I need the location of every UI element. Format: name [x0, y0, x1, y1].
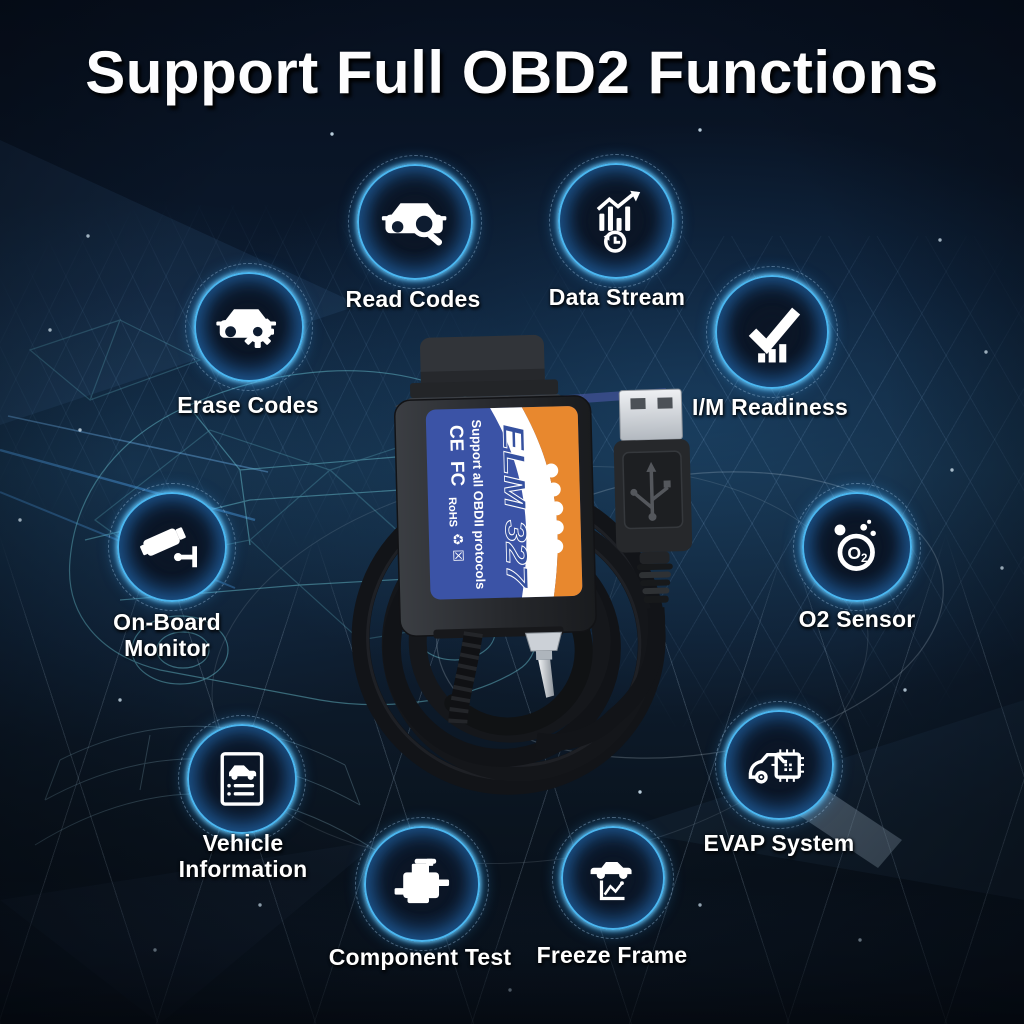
toggle-switch[interactable] [524, 631, 563, 698]
o2-subscript: 2 [861, 553, 867, 565]
feature-label-erase-codes: Erase Codes [177, 392, 319, 418]
feature-label-evap-system: EVAP System [703, 830, 855, 856]
model-text: ELM 327 [496, 423, 533, 590]
feature-label-component-test: Component Test [328, 944, 512, 970]
car-gear-icon [216, 309, 277, 349]
vehicle-document-icon [220, 752, 264, 806]
strain-relief [636, 563, 673, 604]
feature-circle-erase-codes [185, 263, 313, 391]
feature-circle-evap-system [715, 701, 843, 829]
usb-connector [613, 388, 693, 604]
feature-circle-im-readiness [706, 266, 838, 398]
certification-marks: CE FC RoHS ♻ ☒ [445, 425, 468, 562]
floor-fade [0, 880, 1024, 1024]
feature-circle-vehicle-information [178, 715, 306, 843]
led-dot [549, 501, 564, 516]
o2-molecule-icon: O 2 [834, 519, 876, 572]
feature-label-onboard-monitor: On-Board Monitor [113, 609, 221, 661]
label-orange-panel [517, 405, 583, 600]
usb-trident-icon [630, 461, 671, 521]
fcc-mark: FC [446, 461, 468, 487]
feature-label-read-codes: Read Codes [345, 286, 481, 312]
feature-circle-onboard-monitor [108, 483, 236, 611]
gear [241, 315, 275, 349]
feature-circle-read-codes [348, 155, 482, 289]
feature-label-data-stream: Data Stream [548, 284, 686, 310]
feature-label-im-readiness: I/M Readiness [692, 394, 848, 420]
feature-circle-component-test [355, 817, 489, 951]
coiled-cable [351, 480, 666, 795]
recycle-weee-icons: ♻ ☒ [450, 533, 467, 562]
led-indicators [544, 463, 564, 554]
led-dot [549, 520, 564, 535]
checkmark-bars-icon [748, 307, 800, 363]
ce-mark: CE [445, 425, 467, 452]
page-title: Support Full OBD2 Functions [85, 39, 939, 106]
car-chart-icon [590, 862, 632, 901]
feature-circle-data-stream [549, 154, 683, 288]
o2-letter: O [847, 543, 861, 563]
feature-circle-o2-sensor: O 2 [793, 483, 921, 611]
engine-icon [394, 858, 450, 904]
label-swoosh [485, 405, 558, 600]
surveillance-camera-icon [140, 527, 198, 568]
obd2-scanner-product: ELM 327 Support all OBDII protocols CE F… [351, 334, 693, 795]
led-dot [546, 482, 561, 497]
device-body [394, 394, 597, 639]
device-label: ELM 327 Support all OBDII protocols CE F… [425, 405, 583, 600]
feature-label-freeze-frame: Freeze Frame [536, 942, 688, 968]
led-dot [549, 539, 564, 554]
chart-history-icon [596, 190, 641, 253]
led-dot [544, 463, 559, 478]
feature-circle-freeze-frame [552, 817, 674, 939]
obd-connector [409, 334, 559, 399]
label-slogan: Support all OBDII protocols [469, 419, 488, 589]
cable-pigtail [448, 631, 483, 724]
car-chip-icon [748, 749, 805, 784]
car-magnifier-icon [382, 203, 447, 246]
usb-cable [534, 607, 666, 751]
feature-label-o2-sensor: O2 Sensor [798, 606, 916, 632]
rohs-mark: RoHS [446, 497, 459, 527]
feature-label-vehicle-information: Vehicle Information [178, 830, 308, 882]
